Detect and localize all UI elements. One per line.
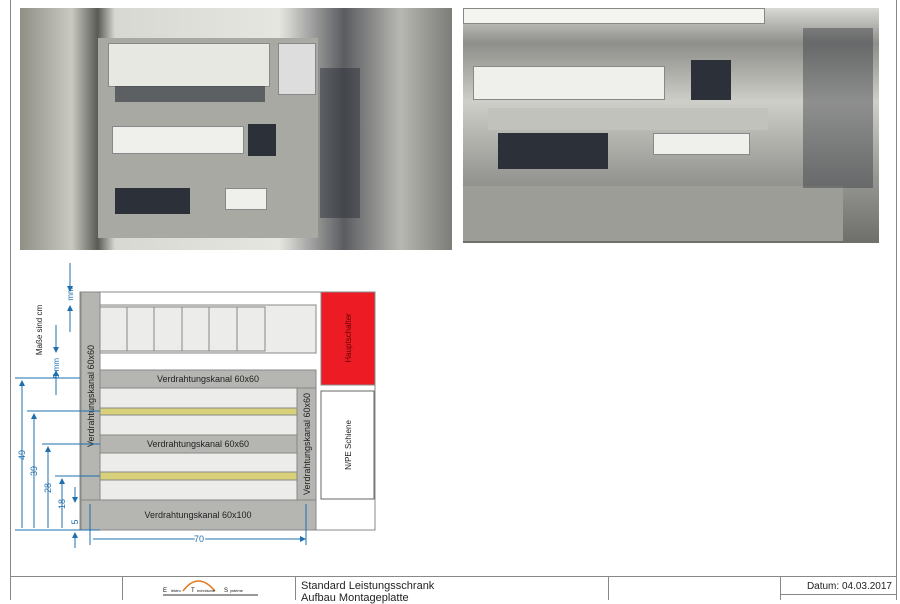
cabinet-photo-right [463,8,879,243]
din-rail-top [99,407,298,416]
npe-rail-label: N/PE Schiene [344,420,353,470]
cabinet-photo-left [20,8,452,250]
channel-bottom-label: Verdrahtungskanal 60x100 [144,510,251,520]
svg-text:ysteme: ysteme [230,588,244,593]
din-rail-bottom [99,471,298,481]
svg-text:E: E [163,588,167,594]
date-label: Datum: 04.03.2017 [806,581,892,592]
channel-top-label: Verdrahtungskanal 60x60 [157,374,259,384]
channel-top [99,369,317,389]
breaker-modules [99,306,266,352]
mounting-plate-drawing: Verdrahtungskanal 60x60 Verdrahtungskana… [15,263,376,548]
dim-5: 5 [70,519,80,524]
svg-text:echnische: echnische [197,588,216,593]
svg-text:T: T [191,588,195,594]
page-frame [10,0,897,600]
gap-label: 5 mm [52,358,61,378]
dim-18: 18 [57,499,67,509]
dim-28: 28 [43,483,53,493]
footer-title: Standard Leistungsschrank Aufbau Montage… [295,576,608,604]
units-note: Maße sind cm [35,305,44,356]
channel-right-label: Verdrahtungskanal 60x60 [302,393,312,495]
dim-39: 39 [29,466,39,476]
title-line1: Standard Leistungsschrank [301,580,435,592]
npe-rail [320,390,375,500]
channel-middle-label: Verdrahtungskanal 60x60 [147,439,249,449]
dim-49: 49 [17,450,27,460]
svg-text:S: S [224,588,228,594]
svg-text:lektro: lektro [171,588,182,593]
channel-bottom [80,499,317,531]
main-switch [320,291,376,386]
main-switch-label: Hauptschalter [344,313,353,363]
channel-left-label: Verdrahtungskanal 60x60 [86,345,96,447]
footer-cell-blank [10,576,122,600]
top-margin-label: mm [66,287,75,301]
title-line2: Aufbau Montageplatte [301,592,409,604]
dim-70: 70 [194,534,204,544]
footer-date-cell: Datum: 04.03.2017 [780,576,897,600]
footer-cell-empty [608,576,780,600]
